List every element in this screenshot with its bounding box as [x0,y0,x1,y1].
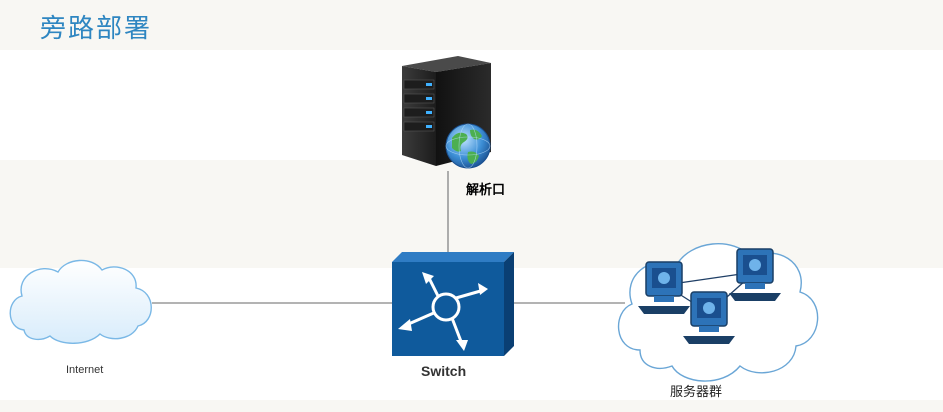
internet-label: Internet [66,364,104,376]
switch-label: Switch [421,363,467,379]
server-node-2 [729,248,781,301]
globe-icon [445,123,491,169]
switch-icon [392,252,514,356]
middle-band [0,160,943,268]
server-cloud-icon [617,243,819,382]
page-title: 旁路部署 [40,14,153,44]
internet-cloud-icon [9,259,152,344]
server-node-1 [638,261,690,314]
header-band [0,0,943,50]
analysis-port-label: 解析口 [466,183,506,198]
link-lines [152,171,625,304]
footer-band [0,400,943,412]
server-node-3 [683,291,735,344]
server-group-label: 服务器群 [670,385,723,400]
